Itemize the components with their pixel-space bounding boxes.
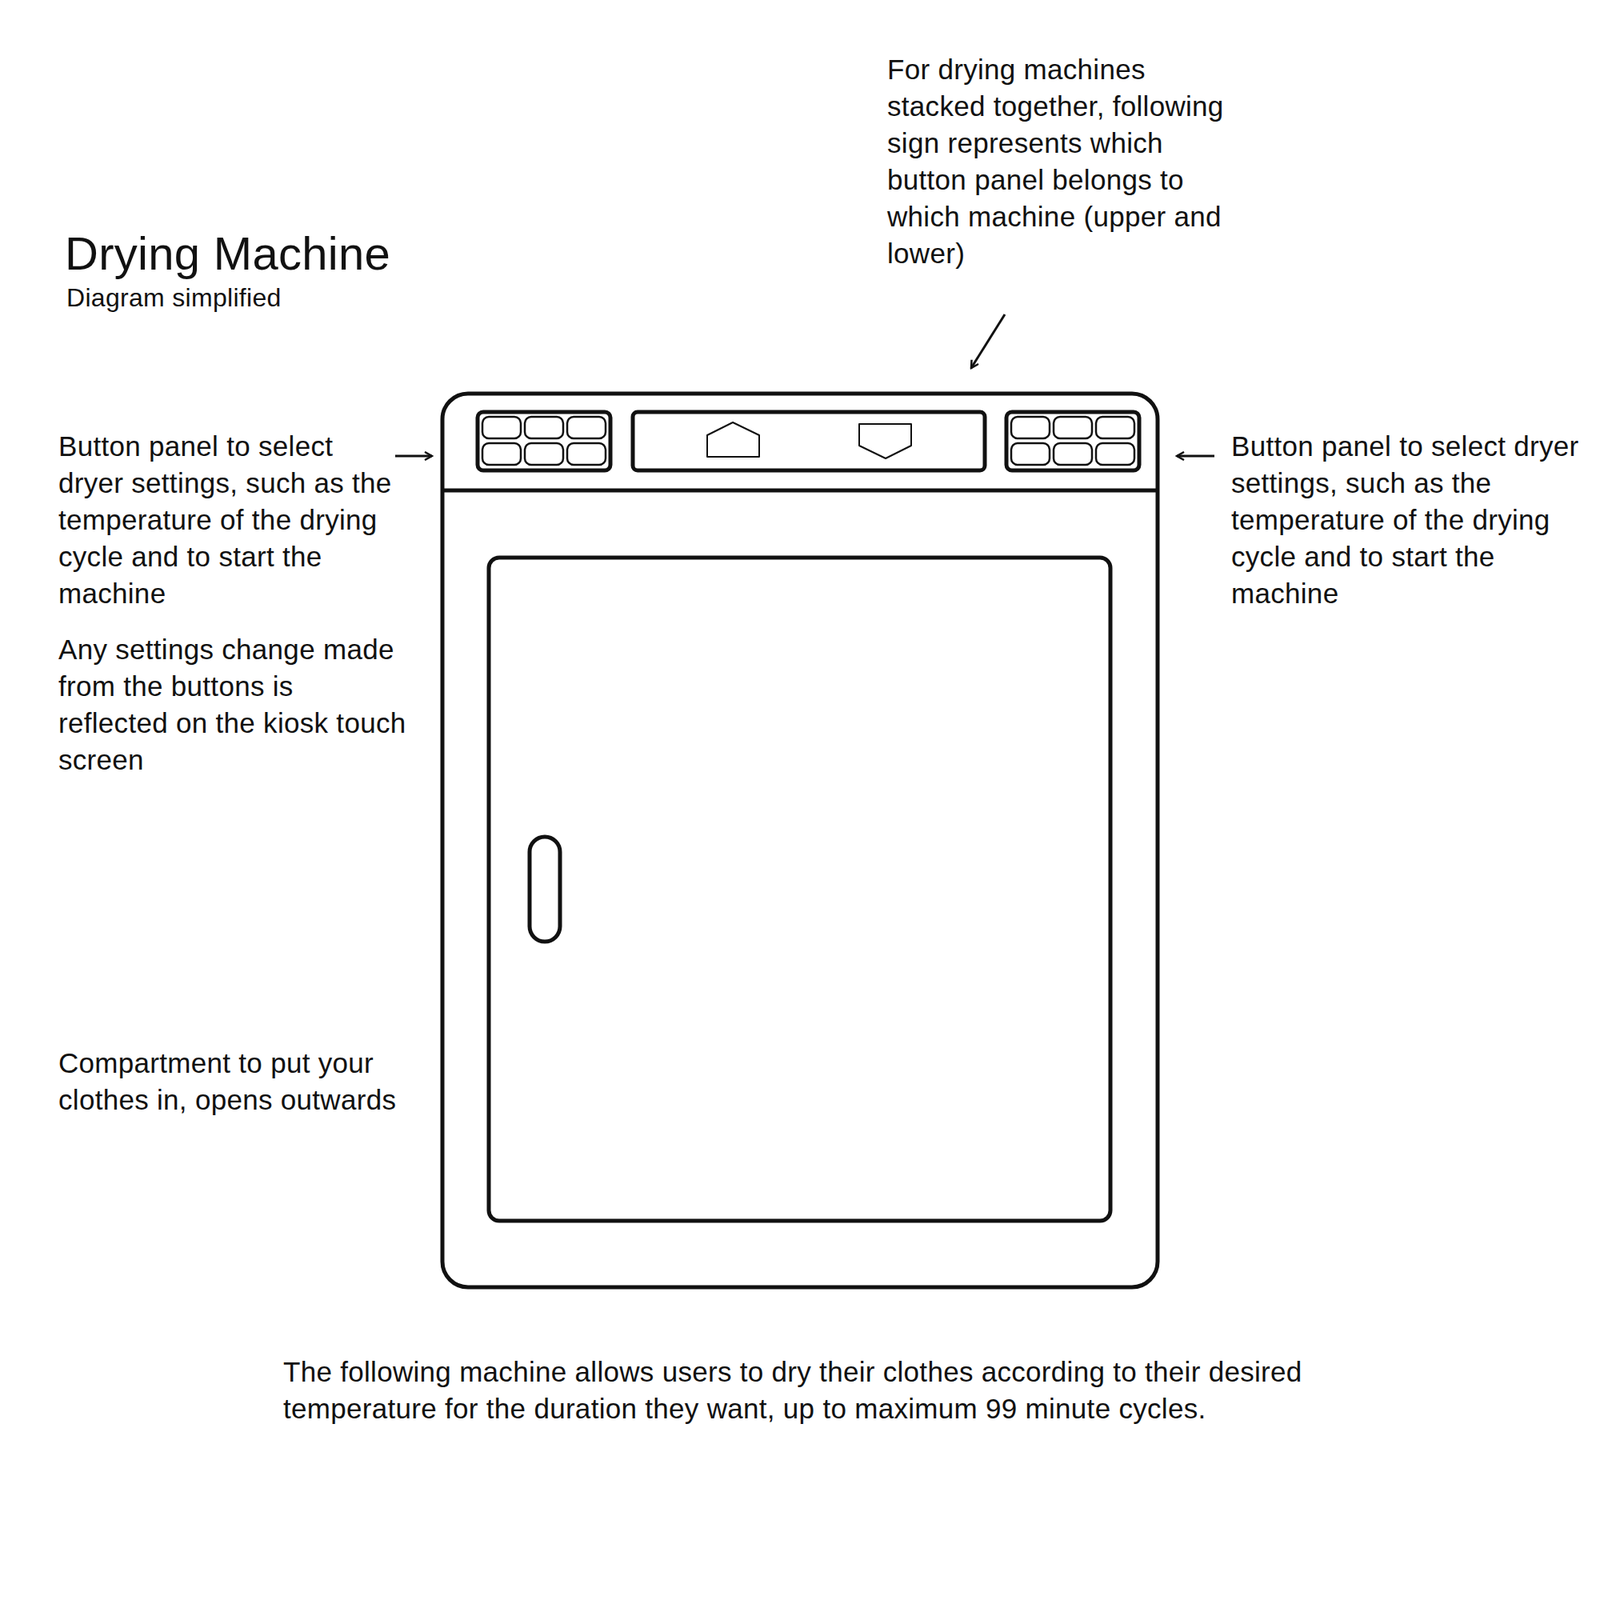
- callout-note: For drying machines stacked together, fo…: [887, 51, 1232, 272]
- machine-housing: [442, 393, 1158, 1288]
- button-panel-left: [477, 412, 611, 471]
- caption: The following machine allows users to dr…: [283, 1353, 1420, 1428]
- panel-divider: [442, 488, 1158, 493]
- leader-arrow: [971, 314, 1005, 368]
- door: [488, 557, 1111, 1221]
- callout-note: Compartment to put your clothes in, open…: [58, 1044, 403, 1119]
- callout-note: Any settings change made from the button…: [58, 631, 411, 779]
- callout-note: Button panel to select dryer settings, s…: [58, 428, 395, 612]
- subtitle: Diagram simplified: [66, 281, 282, 314]
- diagram-title: Drying Machine: [64, 225, 391, 282]
- upper-sign: [707, 422, 760, 457]
- leader-arrow: [1176, 455, 1215, 458]
- button-panel-right: [1006, 412, 1140, 471]
- callout-note: Button panel to select dryer settings, s…: [1231, 428, 1584, 612]
- door-handle: [529, 836, 560, 942]
- indicator-panel: [632, 412, 985, 471]
- lower-sign: [859, 424, 912, 459]
- leader-arrow: [395, 455, 432, 458]
